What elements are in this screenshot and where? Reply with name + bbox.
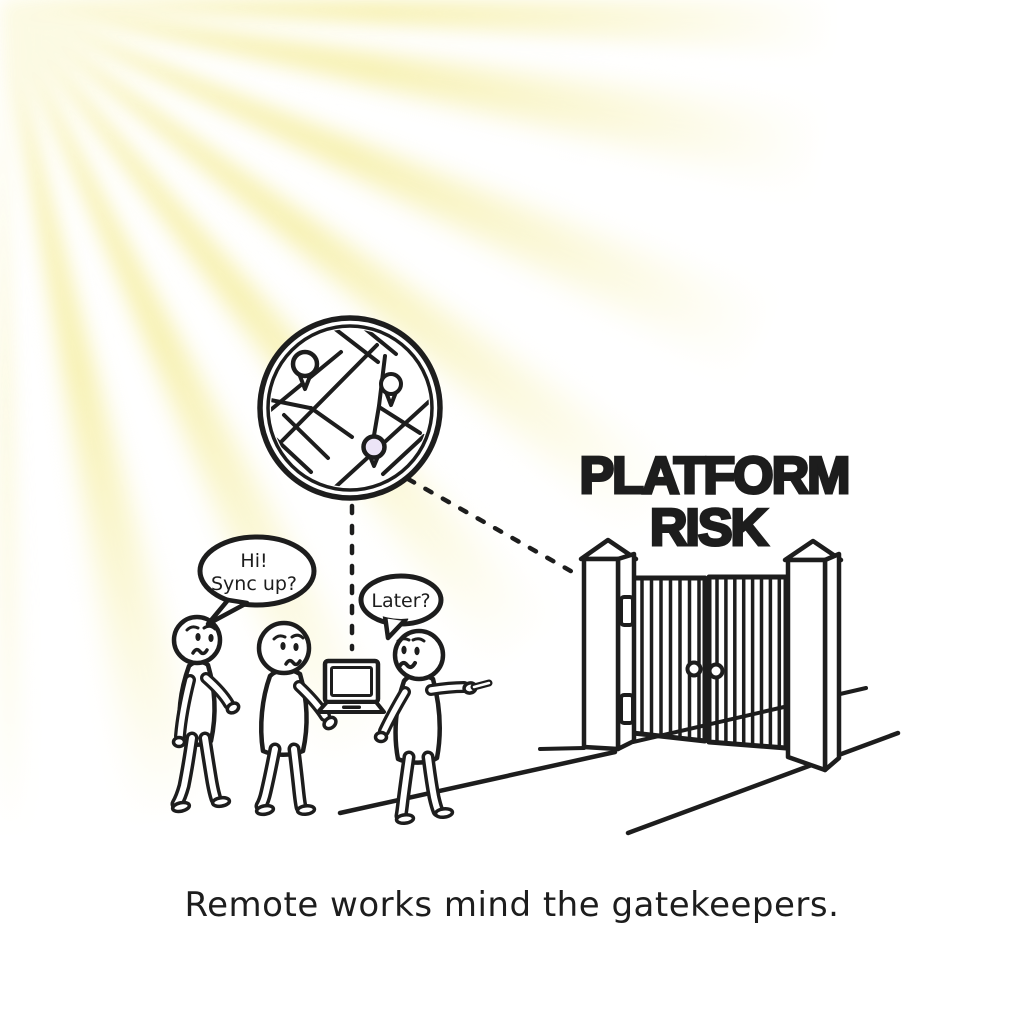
- gate-handle-right: [707, 662, 725, 680]
- figure-3-foot: [394, 812, 416, 826]
- figure-3-foot: [433, 806, 455, 820]
- speech-bubble-1-line-2: Sync up?: [211, 573, 297, 595]
- heading-line-1: PLATFORM: [580, 447, 849, 505]
- figure-3-worried-mouth: [397, 660, 417, 670]
- heading-line-2: RISK: [650, 499, 769, 557]
- stick-figure-2: [254, 620, 338, 817]
- figure-3-head: [392, 628, 446, 682]
- heading-platform-risk: PLATFORM RISK: [578, 446, 852, 559]
- gate-post-right: [782, 538, 844, 773]
- caption: Remote works mind the gatekeepers.: [185, 885, 840, 925]
- gate-post-left: [578, 537, 639, 752]
- closed-gate: [578, 537, 844, 773]
- figure-1-worried-mouth: [191, 647, 209, 656]
- figure-1-foot: [210, 795, 232, 809]
- figure-2-foot: [295, 803, 317, 817]
- map-pin-icon: [379, 372, 403, 407]
- figure-2-worried-mouth: [284, 658, 302, 667]
- stick-figure-3: [373, 628, 493, 826]
- gate-hinge-bottom: [619, 693, 635, 725]
- laptop-icon: [316, 658, 386, 714]
- gate-leaf-left: [630, 575, 708, 744]
- gate-handle-left: [685, 660, 703, 678]
- speech-bubble-1-tail: [205, 597, 250, 627]
- stick-figure-1: [170, 614, 241, 814]
- map-pin-highlighted-icon: [361, 434, 387, 468]
- figure-2-head: [256, 620, 312, 676]
- speech-bubble-2-text: Later?: [371, 590, 430, 612]
- speech-bubble-1-line-1: Hi!: [240, 550, 267, 572]
- dashed-connector-map-to-gate: [405, 476, 579, 577]
- map-magnifier-icon: [257, 315, 443, 501]
- figure-1-foot: [170, 800, 192, 814]
- speech-bubble-1: Hi! Sync up?: [197, 534, 317, 627]
- speech-bubble-2: Later?: [358, 573, 444, 641]
- map-pin-icon: [290, 349, 320, 391]
- figure-1-head: [171, 614, 223, 666]
- gate-hinge-top: [619, 595, 635, 627]
- figure-2-foot: [254, 803, 276, 817]
